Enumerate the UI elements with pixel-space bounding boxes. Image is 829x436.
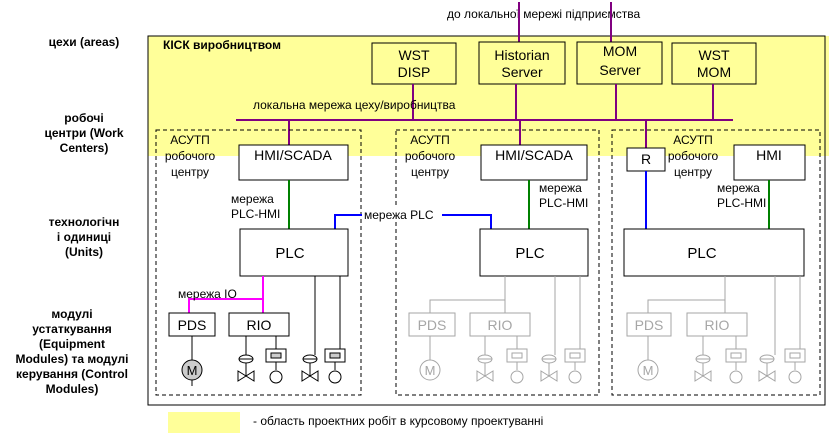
rio-label: RIO: [488, 317, 513, 333]
pds-label: PDS: [178, 317, 207, 333]
level-labels: цехи (areas) робочі центри (Work Centers…: [15, 35, 128, 396]
valve-icon: [758, 354, 776, 382]
rio-box-inactive: [469, 312, 531, 337]
level-modules: керування (Control: [16, 367, 128, 381]
router-label: R: [641, 151, 651, 167]
plc-box-1: [239, 228, 349, 277]
pds-box-inactive: [408, 312, 456, 337]
work-center-box-2: [395, 129, 600, 396]
design-scope-highlight: [148, 36, 829, 156]
cell-label: АСУТП: [410, 133, 450, 147]
plc-box-3: [623, 228, 805, 277]
level-modules: модулі: [51, 307, 92, 321]
valve-icon: [476, 354, 494, 382]
cell-label: робочого: [165, 149, 216, 163]
cell-label: центру: [411, 165, 449, 179]
cell-label: центру: [674, 165, 712, 179]
pds-box: [168, 312, 216, 337]
pds-label: PDS: [635, 317, 664, 333]
sensor-icon: [725, 348, 747, 384]
area-network: [236, 84, 733, 148]
motor-icon: [637, 359, 659, 381]
rio-box: [228, 312, 290, 337]
level-work-centers: робочі: [64, 111, 103, 125]
sensor-icon: [784, 348, 806, 384]
valve-icon: [694, 354, 712, 382]
hmi-scada-box-2: [480, 144, 588, 181]
plc-hmi-label: PLC-HMI: [717, 196, 766, 210]
cell-label: робочого: [405, 149, 456, 163]
server-label: MOM: [697, 64, 731, 80]
sensor-icon: [324, 348, 346, 384]
rio-label: RIO: [705, 317, 730, 333]
level-work-centers: Centers): [60, 141, 109, 155]
motor-label: M: [187, 363, 198, 378]
hmi-scada-box-1: [238, 144, 349, 181]
motor-icon: [419, 359, 441, 381]
area-network-label: локальна мережа цеху/виробництва: [253, 98, 456, 112]
plc-network-label-bg: [362, 207, 442, 222]
level-modules: устаткування: [32, 322, 112, 336]
level-units: технологічн: [49, 215, 120, 229]
work-center-box-3: [611, 129, 821, 396]
valve-icon: [237, 354, 255, 382]
sensor-icon: [564, 348, 586, 384]
pds-label: PDS: [418, 317, 447, 333]
level-work-centers: центри (Work: [45, 126, 124, 140]
level-modules: Modules): [46, 382, 99, 396]
pds-box-inactive: [626, 312, 672, 337]
level-modules: Modules) та модулі: [15, 352, 128, 366]
server-box-historian: [478, 41, 566, 85]
server-label: Server: [599, 62, 641, 78]
plc-hmi-label: PLC-HMI: [539, 196, 588, 210]
hmi-label: HMI: [756, 147, 782, 163]
server-box-mom: [576, 41, 663, 85]
server-label: Server: [501, 64, 543, 80]
rio-label: RIO: [247, 317, 272, 333]
valve-icon: [540, 354, 558, 382]
level-modules: (Equipment: [39, 337, 105, 351]
cell-label: центру: [171, 165, 209, 179]
level-units: і одиниці: [57, 230, 111, 244]
inactive-io-links: [647, 276, 801, 360]
sensor-icon: [506, 348, 528, 384]
server-label: Historian: [494, 47, 549, 63]
plant-boundary: [147, 35, 826, 406]
io-network-label: мережа IO: [178, 287, 237, 301]
work-center-box-1: [155, 129, 362, 396]
cell-label: АСУТП: [673, 133, 713, 147]
legend-text: - область проектних робіт в курсовому пр…: [253, 414, 543, 428]
valve-icon: [301, 354, 319, 382]
plc-label: PLC: [687, 245, 716, 262]
hmi-box-3: [733, 144, 806, 181]
hmi-scada-label: HMI/SCADA: [254, 147, 332, 163]
cell-label: робочого: [668, 149, 719, 163]
legend-swatch: [168, 412, 240, 433]
rio-box-inactive: [686, 312, 748, 337]
plc-hmi-label: мережа: [539, 181, 582, 195]
plc-label: PLC: [515, 245, 544, 262]
plant-title: КІСК виробництвом: [163, 38, 281, 52]
sensor-icon: [265, 348, 287, 384]
motor-label: M: [425, 363, 436, 378]
motor-label: M: [643, 363, 654, 378]
plc-label: PLC: [275, 245, 304, 262]
hmi-scada-label: HMI/SCADA: [495, 147, 573, 163]
server-label: WST: [698, 47, 730, 63]
plc-box-2: [479, 228, 589, 277]
enterprise-network-label: до локальної мережі підприємства: [447, 7, 641, 21]
cell-label: АСУТП: [170, 133, 210, 147]
server-label: MOM: [603, 43, 637, 59]
plc-hmi-label: мережа: [717, 181, 760, 195]
level-areas: цехи (areas): [49, 35, 120, 49]
io-network: [188, 276, 264, 313]
plc-hmi-label: PLC-HMI: [231, 207, 280, 221]
server-label: DISP: [398, 64, 431, 80]
server-label: WST: [398, 47, 430, 63]
inactive-io-links: [429, 276, 581, 360]
plc-hmi-label: мережа: [231, 192, 274, 206]
plc-network-label: мережа PLC: [364, 208, 434, 222]
level-units: (Units): [65, 245, 103, 259]
